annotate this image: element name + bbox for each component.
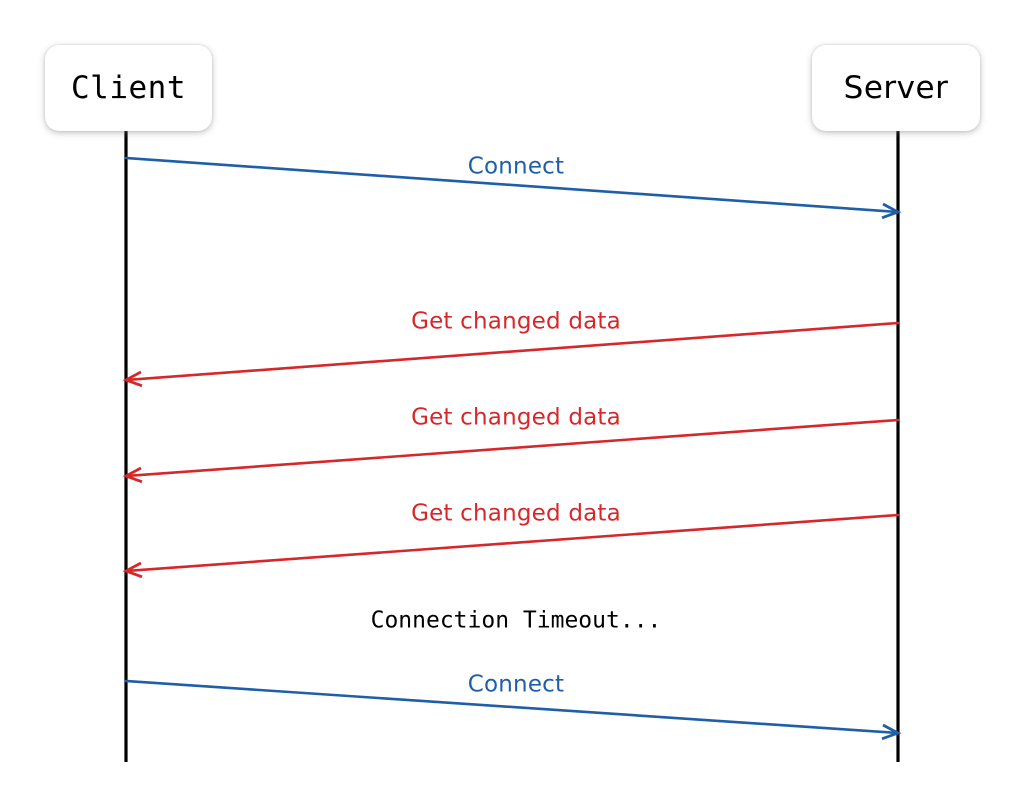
arrowhead-icon-4 (881, 723, 902, 741)
message-line-1 (124, 321, 900, 382)
arrowhead-icon-2 (122, 466, 143, 484)
message-label-2: Get changed data (411, 404, 621, 431)
message-line-0 (124, 156, 900, 214)
message-line-4 (124, 679, 900, 735)
message-arrows-group (122, 156, 902, 741)
message-label-1: Get changed data (411, 308, 621, 335)
message-arrow-4[interactable] (124, 679, 902, 741)
message-arrow-3[interactable] (122, 513, 900, 579)
arrowhead-icon-1 (122, 370, 143, 388)
participant-box-server[interactable]: Server (812, 45, 980, 131)
message-arrow-2[interactable] (122, 418, 900, 484)
arrowhead-icon-3 (122, 561, 143, 579)
lifelines-group (124, 131, 900, 762)
participant-box-client[interactable]: Client (45, 45, 212, 131)
message-label-0: Connect (467, 153, 565, 180)
message-line-3 (124, 513, 900, 573)
participant-label-server: Server (843, 69, 949, 106)
message-arrow-1[interactable] (122, 321, 900, 388)
arrowhead-icon-0 (881, 202, 902, 220)
note-label-0: Connection Timeout... (370, 607, 662, 634)
participant-label-client: Client (71, 69, 186, 106)
message-line-2 (124, 418, 900, 478)
message-label-3: Get changed data (411, 500, 621, 527)
message-arrow-0[interactable] (124, 156, 902, 220)
message-label-4: Connect (467, 671, 565, 698)
